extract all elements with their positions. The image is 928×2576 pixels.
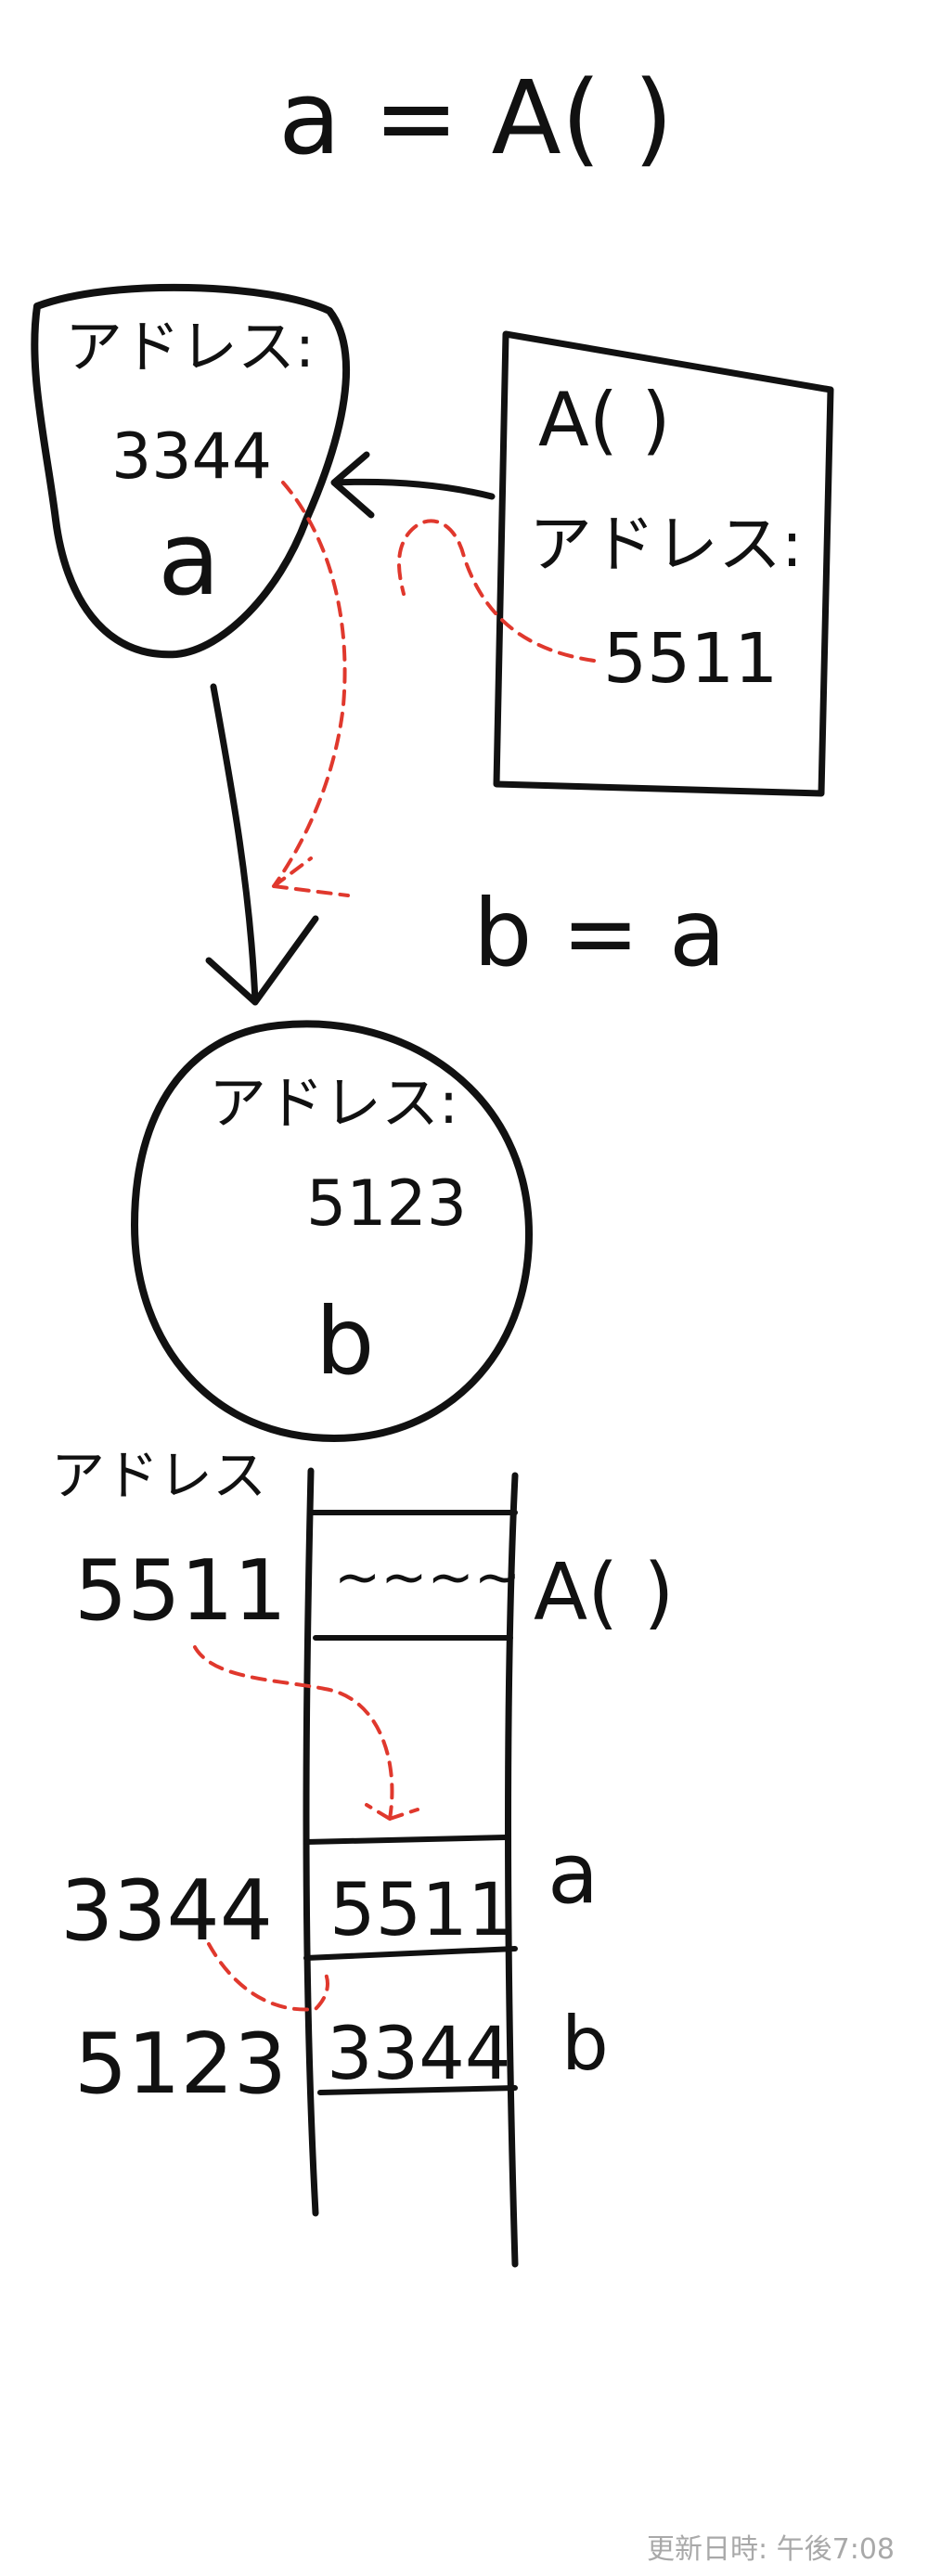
object-a-blob [31,283,351,659]
memory-column-left-line [303,1467,319,2217]
memory-row-3-content: 3344 [327,2013,511,2096]
memory-column-right-line [505,1472,519,2268]
instance-to-a-arrow [330,451,496,519]
pointer-a-to-b [272,481,350,897]
object-a-address-label: アドレス: [65,313,315,380]
assignment-equation: b = a [473,879,726,987]
instance-address-value: 5511 [603,619,778,699]
memory-row-1-address: 5511 [74,1542,287,1640]
object-b-address-label: アドレス: [209,1069,458,1137]
instance-address-label: アドレス: [529,509,803,582]
object-b-address-value: 5123 [306,1167,467,1241]
last-updated-timestamp: 更新日時: 午後7:08 [646,2533,895,2566]
object-a-address-value: 3344 [111,420,272,494]
memory-column-label: アドレス [51,1444,266,1507]
memory-row-3-address: 5123 [74,2016,287,2113]
memory-row-1-content: ~~~~ [334,1545,521,1610]
memory-row-dividers [303,1510,518,2095]
memory-row-2-name: a [548,1825,599,1923]
instance-label: A( ) [538,377,671,463]
memory-row-2-content: 5511 [329,1869,514,1952]
instance-box [493,330,834,797]
object-b-circle [131,1020,533,1442]
object-b-name: b [316,1287,374,1396]
header-equation: a = A( ) [278,58,674,177]
pointer-5511-to-row-a [193,1645,419,1821]
a-to-b-arrow [205,683,319,1006]
pointer-3344-to-row-b [207,1942,329,2012]
memory-row-3-name: b [561,2001,609,2087]
memory-row-2-address: 3344 [60,1862,273,1960]
object-a-name: a [158,499,220,618]
pointer-5511-to-a [397,519,596,663]
memory-row-1-name: A( ) [534,1547,675,1639]
